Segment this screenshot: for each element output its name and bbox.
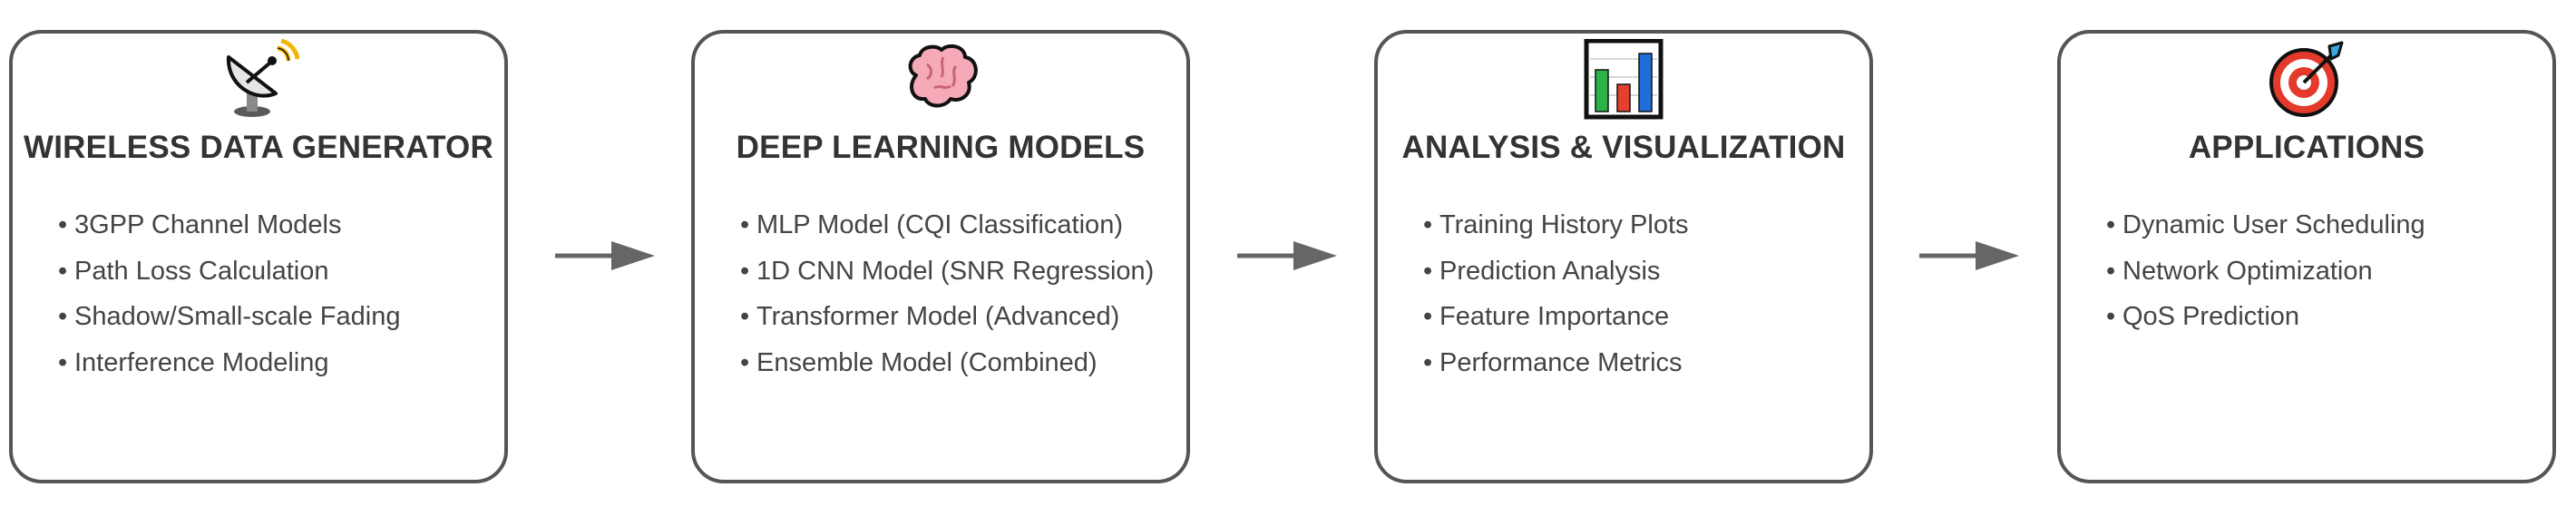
stage-item-list: •3GPP Channel Models •Path Loss Calculat… [58, 202, 495, 385]
list-item: •QoS Prediction [2106, 302, 2300, 331]
list-item: •Training History Plots [1423, 210, 1689, 239]
stage-applications: APPLICATIONS •Dynamic User Scheduling •N… [2057, 30, 2556, 483]
list-item: •Ensemble Model (Combined) [740, 347, 1098, 377]
stage-item-list: •Training History Plots •Prediction Anal… [1423, 202, 1860, 385]
list-item: •Prediction Analysis [1423, 256, 1661, 286]
bar-chart-icon [1583, 39, 1664, 121]
stage-title: APPLICATIONS [2188, 130, 2425, 165]
list-item: •Network Optimization [2106, 256, 2373, 286]
list-item: •Interference Modeling [58, 347, 329, 377]
list-item: •Path Loss Calculation [58, 256, 329, 286]
list-item: •3GPP Channel Models [58, 210, 342, 239]
stage-analysis-visualization: ANALYSIS & VISUALIZATION •Training Histo… [1374, 30, 1873, 483]
list-item: •Performance Metrics [1423, 347, 1683, 377]
flow-arrow-icon [1919, 238, 2019, 274]
flow-arrow-icon [555, 238, 655, 274]
stage-deep-learning-models: DEEP LEARNING MODELS •MLP Model (CQI Cla… [691, 30, 1190, 483]
list-item: •1D CNN Model (SNR Regression) [740, 256, 1155, 286]
stage-wireless-data-generator: WIRELESS DATA GENERATOR •3GPP Channel Mo… [9, 30, 508, 483]
stage-title: ANALYSIS & VISUALIZATION [1401, 130, 1846, 165]
brain-icon [900, 39, 981, 121]
satellite-antenna-icon [218, 39, 299, 121]
list-item: •Transformer Model (Advanced) [740, 302, 1120, 331]
list-item: •Feature Importance [1423, 302, 1670, 331]
target-dart-icon [2266, 39, 2347, 121]
list-item: •MLP Model (CQI Classification) [740, 210, 1123, 239]
flow-arrow-icon [1237, 238, 1337, 274]
stage-title: WIRELESS DATA GENERATOR [24, 130, 493, 165]
list-item: •Shadow/Small-scale Fading [58, 302, 401, 331]
stage-item-list: •Dynamic User Scheduling •Network Optimi… [2106, 202, 2543, 340]
list-item: •Dynamic User Scheduling [2106, 210, 2425, 239]
stage-title: DEEP LEARNING MODELS [736, 130, 1146, 165]
stage-item-list: •MLP Model (CQI Classification) •1D CNN … [740, 202, 1177, 385]
